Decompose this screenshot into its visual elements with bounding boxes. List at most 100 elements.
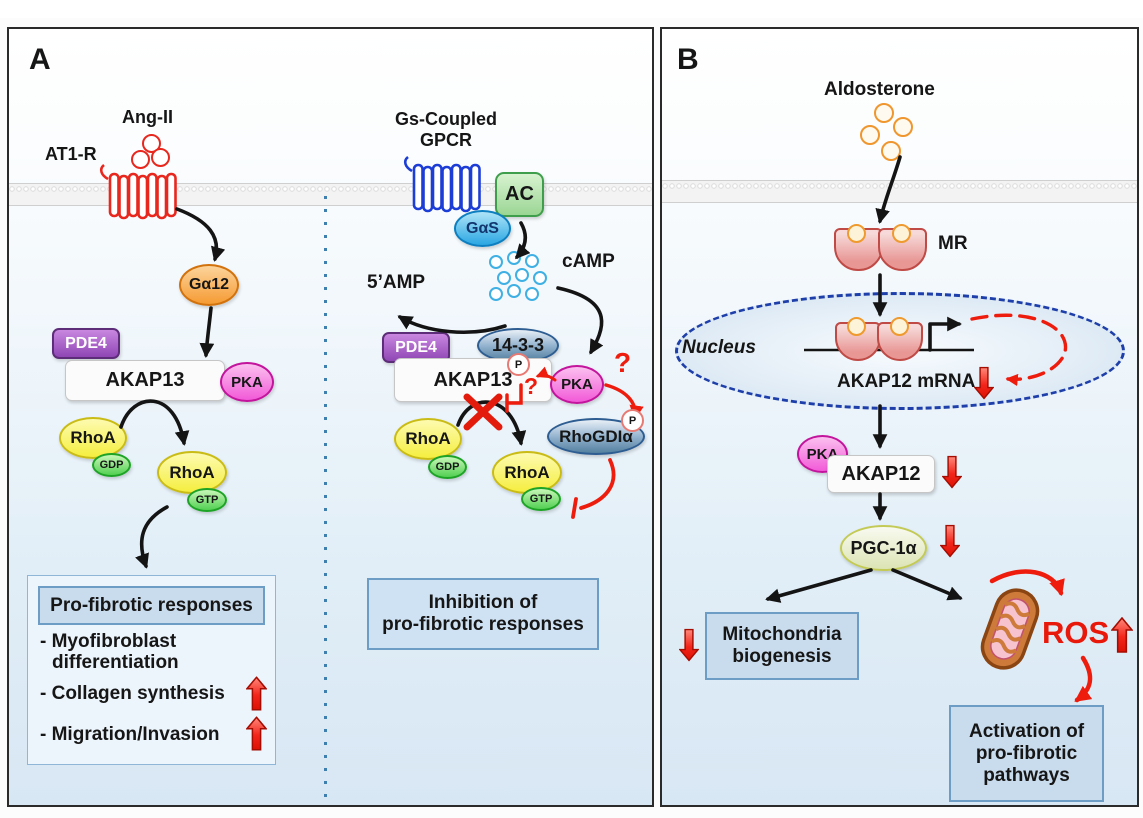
gtp-left-badge: GTP [187, 488, 227, 512]
activation-line3: pathways [983, 764, 1070, 786]
panel-a-label: A [29, 43, 51, 76]
figure: A Ang-II AT1-R Gα12 PDE4 AKAP13 PKA RhoA… [0, 18, 1143, 818]
camp-dot-icon [489, 287, 503, 301]
akap13-left-node: AKAP13 [65, 360, 225, 401]
camp-label: cAMP [562, 251, 615, 272]
panel-a: A Ang-II AT1-R Gα12 PDE4 AKAP13 PKA RhoA… [7, 27, 654, 807]
gtp-right-badge: GTP [521, 487, 561, 511]
outcome-item-collagen: - Collagen synthesis [40, 683, 225, 704]
activation-box: Activation of pro-fibrotic pathways [949, 705, 1104, 802]
arrow-rhoa-gdp-to-gtp-right [456, 400, 527, 446]
mito-box-line1: Mitochondria [722, 624, 842, 645]
ligand-dot-icon [131, 150, 150, 169]
camp-dot-icon [497, 271, 511, 285]
ang-ii-label: Ang-II [122, 107, 173, 127]
gs-gpcr-line1: Gs-Coupled [395, 109, 497, 129]
question-mark: ? [614, 347, 632, 378]
inhibition-line1: Inhibition of [428, 592, 538, 613]
pro-fibrotic-responses-box: Pro-fibrotic responses - Myofibroblast d… [27, 575, 276, 765]
arrow-rhoa-to-responses [135, 505, 169, 569]
pka-right-node: PKA [550, 365, 604, 404]
plasma-membrane-a [9, 183, 652, 206]
outcome-item-myofibroblast-2: differentiation [52, 652, 179, 673]
galpha12-node: Gα12 [179, 264, 239, 306]
outcome-item-migration: - Migration/Invasion [40, 724, 220, 745]
akap12-mrna-label: AKAP12 mRNA [837, 371, 976, 392]
inhibition-box: Inhibition of pro-fibrotic responses [367, 578, 599, 650]
hormone-dot-icon [893, 117, 913, 137]
arrow-camp-to-5amp [397, 315, 507, 334]
at1r-label: AT1-R [45, 144, 97, 164]
up-arrow-icon [246, 715, 267, 752]
mr-ligand-icon [892, 224, 911, 243]
mr-dimer-dna-icon [835, 317, 923, 361]
arrow-pgc1a-to-mito-biogenesis [765, 568, 873, 603]
camp-dot-icon [507, 251, 521, 265]
down-arrow-icon [942, 452, 962, 492]
inhibition-rhogdi-to-gtp [579, 458, 616, 510]
panel-b-label: B [677, 43, 699, 76]
hormone-dot-icon [874, 103, 894, 123]
activation-line2: pro-fibrotic [975, 742, 1078, 764]
mito-box-line2: biogenesis [732, 646, 832, 667]
nucleus-label: Nucleus [682, 337, 756, 358]
camp-cluster-icon [479, 247, 559, 309]
camp-dot-icon [507, 284, 521, 298]
aldosterone-ligand-icon [857, 99, 919, 161]
up-arrow-icon [246, 675, 267, 712]
activation-line1: Activation of [968, 720, 1085, 742]
rhoa-gtp-left-node: RhoA [157, 451, 227, 494]
aldosterone-label: Aldosterone [824, 79, 935, 100]
down-arrow-icon [679, 623, 699, 667]
camp-dot-icon [525, 287, 539, 301]
pro-fibrotic-header: Pro-fibrotic responses [38, 586, 265, 625]
inhibition-rhogdi-cap [571, 497, 578, 519]
rhoa-gdp-left-node: RhoA [59, 417, 127, 459]
pka-left-node: PKA [220, 362, 274, 402]
mr-ligand-icon [847, 317, 866, 336]
gs-gpcr-label: Gs-Coupled GPCR [381, 109, 511, 151]
pde4-left-node: PDE4 [52, 328, 120, 359]
arrow-rhoa-gdp-to-gtp-left [119, 399, 190, 446]
gdp-left-badge: GDP [92, 453, 131, 477]
ligand-dot-icon [151, 148, 170, 167]
hormone-dot-icon [881, 141, 901, 161]
down-arrow-icon [940, 521, 960, 561]
ros-label: ROS [1042, 615, 1110, 650]
mr-receptor-icon [834, 224, 927, 271]
camp-dot-icon [525, 254, 539, 268]
mr-label: MR [938, 233, 968, 254]
arrow-galpha12-to-akap13 [199, 306, 215, 358]
mitochondrion-icon [980, 588, 1040, 670]
mr-ligand-icon [890, 317, 909, 336]
phospho-p-akap13: P [507, 353, 530, 376]
plasma-membrane-b [662, 180, 1137, 203]
mitochondria-biogenesis-box: Mitochondria biogenesis [705, 612, 859, 680]
rhoa-gtp-right-node: RhoA [492, 451, 562, 494]
arrow-pgc1a-to-mitochondrion [891, 568, 963, 601]
adenylyl-cyclase-node: AC [495, 172, 544, 217]
camp-dot-icon [515, 268, 529, 282]
ang-ii-ligand-icon [124, 132, 179, 182]
outcome-item-myofibroblast: - Myofibroblast [40, 631, 177, 652]
mr-ligand-icon [847, 224, 866, 243]
pgc1a-node: PGC-1α [840, 525, 927, 571]
camp-dot-icon [489, 255, 503, 269]
pka-b-node: PKA [797, 435, 848, 473]
inhibition-line2: pro-fibrotic responses [382, 614, 584, 635]
hormone-dot-icon [860, 125, 880, 145]
dashed-divider [324, 196, 327, 801]
arrow-ros-to-activation [1074, 655, 1093, 703]
camp-dot-icon [533, 271, 547, 285]
gdp-right-badge: GDP [428, 455, 467, 479]
up-arrow-icon [1111, 612, 1133, 658]
arrow-receptor-to-galpha12 [175, 207, 226, 262]
gs-gpcr-line2: GPCR [419, 130, 472, 150]
down-arrow-icon [974, 363, 994, 403]
five-amp-label: 5’AMP [367, 272, 426, 293]
akap12-node: AKAP12 [827, 455, 935, 493]
arrow-mito-to-ros [989, 569, 1065, 597]
question-mark: ? [524, 373, 539, 399]
panel-b: B Aldosterone MR Nucleus AKAP12 mRNA PKA [660, 27, 1139, 807]
arrow-camp-to-pka [556, 286, 604, 355]
